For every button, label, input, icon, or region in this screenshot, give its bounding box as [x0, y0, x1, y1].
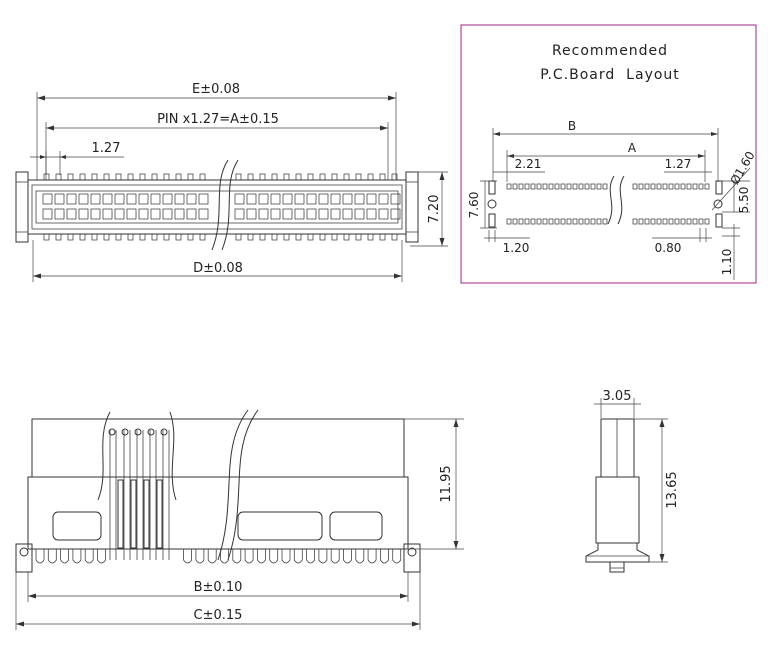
pcb-dim-dia-1-60: Ø1.60	[727, 149, 757, 187]
pcb-dim-1-10: 1.10	[720, 249, 734, 276]
front-legs	[35, 549, 402, 564]
top-dim-e: E±0.08	[192, 82, 240, 97]
side-dim-height: 13.65	[665, 471, 680, 508]
front-dim-b: B±0.10	[194, 580, 243, 595]
pcb-title-line1: Recommended	[552, 43, 668, 59]
pcb-dim-b: B	[568, 119, 576, 133]
front-view: 11.95 B±0.10 C±0.15	[15, 409, 464, 630]
top-view: E±0.08 PIN x1.27=A±0.15 1.27	[15, 82, 448, 282]
pcb-dim-2-21: 2.21	[515, 157, 542, 171]
front-dim-height: 11.95	[439, 465, 454, 502]
pcb-pad-rows	[506, 183, 710, 225]
top-pin-rows	[42, 173, 401, 241]
pcb-dim-1-27: 1.27	[665, 157, 692, 171]
pcb-dim-a: A	[628, 141, 637, 155]
top-dim-d: D±0.08	[193, 261, 243, 276]
top-dim-pitch: 1.27	[92, 141, 121, 156]
pcb-dim-0-80: 0.80	[655, 241, 682, 255]
front-dim-c: C±0.15	[194, 608, 243, 623]
pcb-layout-frame	[460, 24, 757, 284]
side-view: 3.05 13.65	[585, 389, 680, 573]
pcb-dim-1-20: 1.20	[503, 241, 530, 255]
pcb-dim-5-50: 5.50	[737, 187, 751, 214]
top-dim-pin: PIN x1.27=A±0.15	[157, 112, 279, 127]
side-dim-width: 3.05	[603, 389, 632, 404]
pcb-title-line2: P.C.Board Layout	[540, 67, 680, 83]
top-dim-height: 7.20	[427, 195, 442, 224]
front-contacts	[108, 428, 170, 560]
pcb-layout: Recommended P.C.Board Layout B A 2.21 1.…	[460, 24, 758, 284]
pcb-dim-7-60: 7.60	[467, 192, 481, 219]
